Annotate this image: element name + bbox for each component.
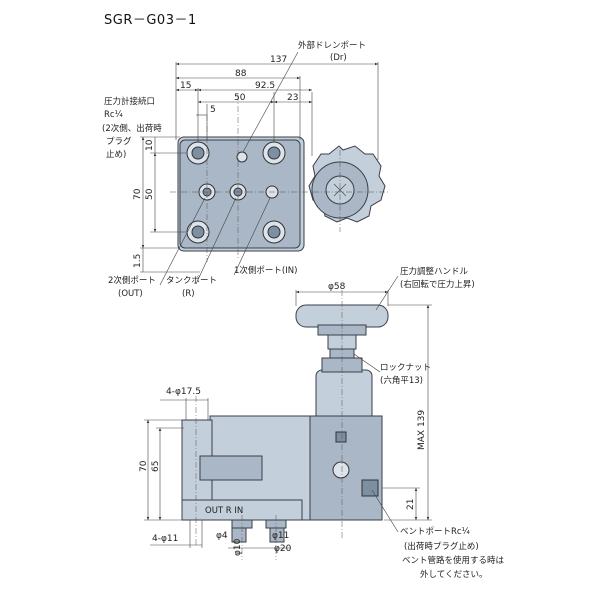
label-vent-port-note: (出荷時プラグ止め) bbox=[404, 541, 479, 552]
dim-70-left: 70 bbox=[133, 188, 143, 200]
dim-4-phi11: 4-φ11 bbox=[152, 534, 178, 544]
dim-phi20: φ20 bbox=[274, 544, 292, 554]
dim-5: 5 bbox=[210, 105, 216, 115]
label-secondary-port: 2次側ポート bbox=[108, 275, 156, 286]
label-gauge-note-2: プラグ bbox=[106, 136, 132, 147]
label-vent-note-2: 外してください。 bbox=[420, 569, 488, 580]
dim-4-phi17-5: 4-φ17.5 bbox=[166, 387, 201, 397]
dim-65: 65 bbox=[151, 461, 161, 472]
dim-50-left: 50 bbox=[145, 188, 155, 200]
label-tank-port-code: (R) bbox=[182, 289, 195, 299]
dim-23: 23 bbox=[287, 93, 298, 103]
label-secondary-port-code: (OUT) bbox=[118, 289, 143, 299]
label-primary-port: 1次側ポート(IN) bbox=[234, 265, 297, 276]
front-view: OUT R IN φ58 MAX 139 21 4-φ17.5 bbox=[139, 266, 505, 580]
handle-knob-top bbox=[308, 145, 386, 223]
dim-92-5: 92.5 bbox=[255, 81, 275, 91]
dim-phi10: φ10 bbox=[233, 538, 243, 556]
dim-max-139: MAX 139 bbox=[417, 410, 427, 450]
dim-1-5: 1.5 bbox=[133, 254, 143, 268]
label-gauge-port: 圧力計接続口 bbox=[104, 96, 155, 107]
dim-70-lower: 70 bbox=[139, 460, 149, 472]
label-gauge-note-1: (2次側、出荷時 bbox=[102, 123, 162, 134]
label-vent-port: ベントポートRc¼ bbox=[400, 527, 470, 537]
dim-phi58: φ58 bbox=[328, 282, 346, 292]
dim-10: 10 bbox=[145, 139, 155, 151]
label-lock-nut-note: (六角平13) bbox=[380, 375, 423, 386]
label-tank-port: タンクポート bbox=[166, 276, 217, 286]
top-view: 137 88 15 92.5 50 23 5 70 50 10 1.5 外部ドレ… bbox=[102, 40, 390, 299]
drawing-title: SGR－G03－1 bbox=[104, 13, 197, 28]
label-external-drain-port: 外部ドレンポート bbox=[298, 40, 366, 51]
dim-phi4: φ4 bbox=[216, 531, 228, 541]
dim-15: 15 bbox=[180, 81, 191, 91]
label-lock-nut: ロックナット bbox=[380, 363, 431, 373]
valve-upper-body bbox=[315, 369, 373, 423]
dim-phi11b: φ11 bbox=[272, 531, 289, 541]
dim-88: 88 bbox=[235, 69, 247, 79]
port-marking: OUT R IN bbox=[205, 506, 243, 516]
drain-port bbox=[236, 151, 248, 163]
dim-50-top: 50 bbox=[234, 93, 246, 103]
label-pressure-handle-note: (右回転で圧力上昇) bbox=[400, 279, 475, 290]
label-gauge-note-3: 止め) bbox=[106, 149, 126, 160]
label-vent-note-1: ベント管路を使用する時は bbox=[402, 555, 505, 566]
dim-137: 137 bbox=[270, 55, 287, 65]
label-gauge-port-size: Rc¼ bbox=[104, 110, 123, 120]
label-external-drain-code: (Dr) bbox=[330, 53, 347, 63]
dim-21: 21 bbox=[406, 499, 416, 510]
label-pressure-handle: 圧力調整ハンドル bbox=[400, 266, 469, 277]
